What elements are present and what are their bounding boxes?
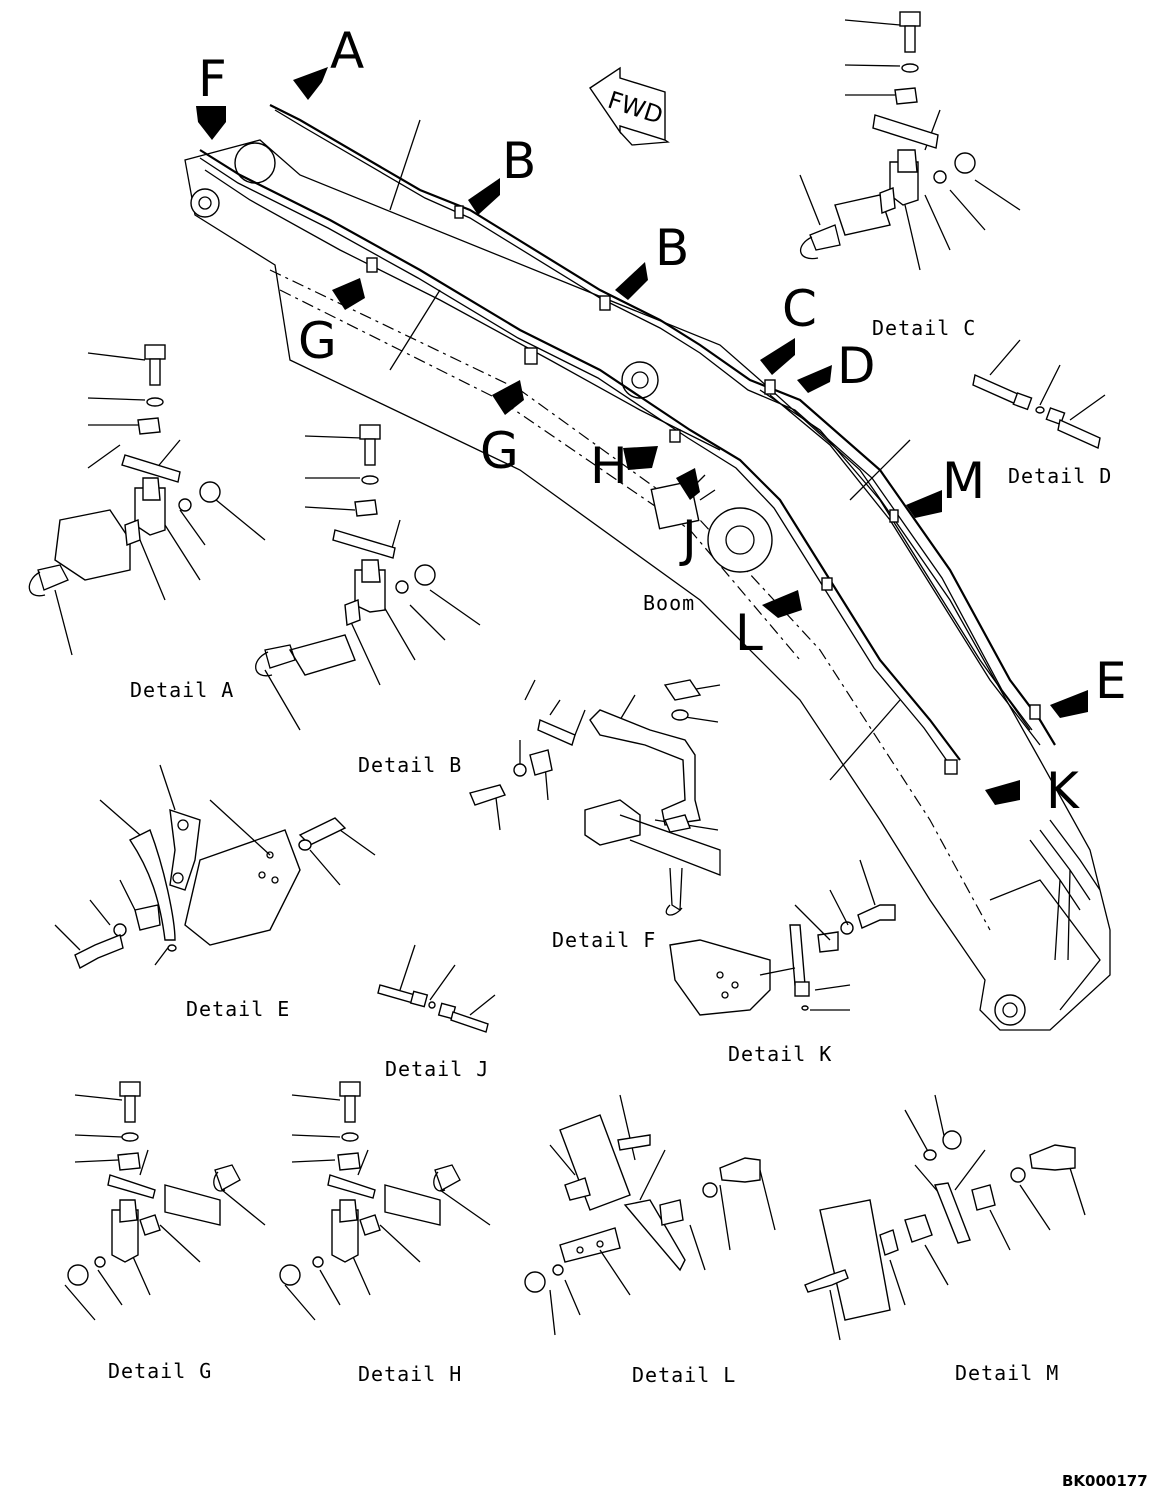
callouts: A B B C D E F G G H J K L	[196, 22, 1127, 820]
callout-letter: A	[330, 22, 364, 80]
detail-j-group: Detail J	[377, 944, 496, 1081]
detail-l-group: Detail L	[524, 1094, 776, 1387]
callout-letter: K	[1046, 762, 1080, 820]
detail-b-label: Detail B	[358, 753, 462, 777]
detail-a-group: Detail A	[28, 344, 266, 702]
detail-c-group: Detail C	[799, 11, 1021, 340]
detail-e-label: Detail E	[186, 997, 290, 1021]
callout-letter: L	[735, 604, 763, 662]
detail-e-group: Detail E	[54, 764, 376, 1021]
callout-letter: G	[298, 312, 337, 370]
detail-g-group: Detail G	[64, 1081, 266, 1383]
callout-letter: F	[198, 50, 227, 108]
callout-letter: B	[655, 219, 689, 277]
detail-k-label: Detail K	[728, 1042, 832, 1066]
detail-m-label: Detail M	[955, 1361, 1059, 1385]
detail-k-group: Detail K	[669, 859, 896, 1066]
detail-f-group: Detail F	[469, 679, 721, 952]
callout-letter: B	[502, 132, 536, 190]
callout-letter: E	[1095, 652, 1127, 710]
callout-letter: C	[782, 280, 817, 338]
detail-d-group: Detail D	[972, 339, 1112, 488]
drawing-code: BK000177	[1062, 1472, 1148, 1490]
detail-d-label: Detail D	[1008, 464, 1112, 488]
callout-letter: G	[480, 422, 519, 480]
boom-label: Boom	[643, 591, 695, 615]
callout-letter: H	[590, 437, 628, 495]
detail-a-label: Detail A	[130, 678, 234, 702]
detail-l-label: Detail L	[632, 1363, 736, 1387]
callout-letter: D	[837, 337, 876, 395]
detail-g-label: Detail G	[108, 1359, 212, 1383]
callout-letter: J	[679, 510, 697, 568]
detail-m-group: Detail M	[804, 1094, 1086, 1385]
detail-c-label: Detail C	[872, 316, 976, 340]
hydraulic-lines	[199, 104, 1101, 961]
detail-f-label: Detail F	[552, 928, 656, 952]
boom-assembly	[184, 139, 1111, 1031]
detail-b-group: Detail B	[255, 424, 481, 777]
forward-direction-arrow: FWD	[589, 66, 670, 146]
callout-letter: M	[942, 452, 985, 510]
detail-j-label: Detail J	[385, 1057, 489, 1081]
detail-h-label: Detail H	[358, 1362, 462, 1386]
detail-h-group: Detail H	[279, 1081, 491, 1386]
